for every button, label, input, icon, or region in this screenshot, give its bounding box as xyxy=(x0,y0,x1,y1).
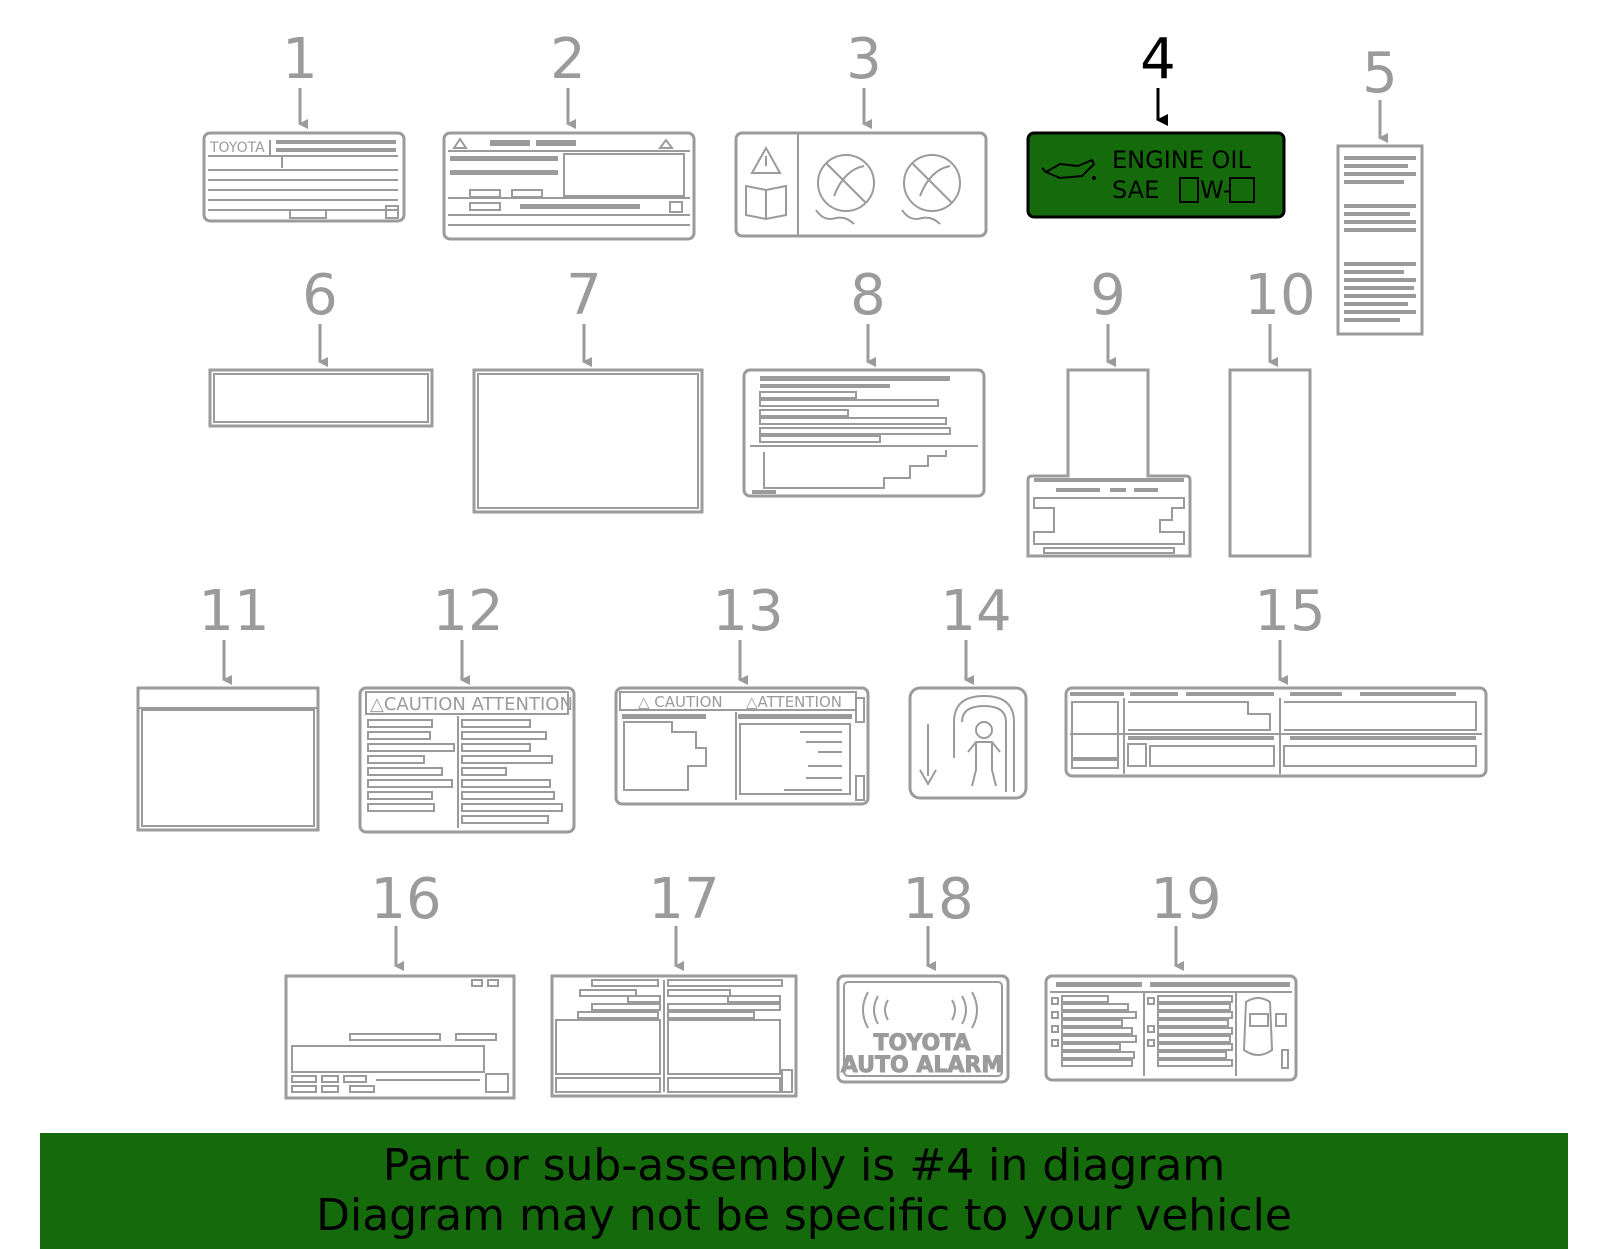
callout-2[interactable]: 2 xyxy=(442,27,696,241)
callout-number-12: 12 xyxy=(432,579,503,644)
label-5-shape xyxy=(1336,144,1424,336)
label-15-shape xyxy=(1064,686,1488,778)
callout-number-5: 5 xyxy=(1362,41,1398,106)
callout-number-15: 15 xyxy=(1254,579,1325,644)
callout-number-13: 13 xyxy=(712,579,783,644)
oil-can-icon xyxy=(1041,158,1096,180)
callout-11[interactable]: 11 xyxy=(136,579,320,832)
label-14-shape xyxy=(908,686,1028,800)
callout-12[interactable]: 12 △CAUTION ATTENTION xyxy=(358,579,576,834)
callout-number-1: 1 xyxy=(282,27,318,92)
callout-7[interactable]: 7 xyxy=(472,263,704,514)
callout-number-2: 2 xyxy=(550,27,586,92)
callout-18[interactable]: 18 TOYOTA AUTO ALARM xyxy=(836,867,1010,1084)
callout-8[interactable]: 8 xyxy=(742,263,986,498)
label-17-shape xyxy=(550,974,798,1098)
callout-number-4: 4 xyxy=(1140,27,1176,92)
callout-14[interactable]: 14 xyxy=(908,579,1028,800)
callout-17[interactable]: 17 xyxy=(550,867,798,1098)
callout-15[interactable]: 15 xyxy=(1064,579,1488,778)
callout-number-14: 14 xyxy=(940,579,1011,644)
callout-number-18: 18 xyxy=(902,867,973,932)
label-13-attention-text: △ATTENTION xyxy=(746,693,842,711)
callout-number-16: 16 xyxy=(370,867,441,932)
callout-3[interactable]: 3 xyxy=(734,27,988,238)
alarm-wave-icon xyxy=(862,991,978,1029)
car-top-view-icon xyxy=(1242,997,1289,1069)
label-18-alarm-text: AUTO ALARM xyxy=(841,1053,1004,1078)
label-16-shape xyxy=(284,974,516,1100)
label-4-engine-oil-shape: ENGINE OIL SAE W- xyxy=(1026,131,1286,219)
label-9-shape xyxy=(1026,368,1192,558)
label-7-shape xyxy=(472,368,704,514)
label-18-brand-text: TOYOTA xyxy=(873,1031,970,1056)
callout-13[interactable]: 13 △ CAUTION △ATTENTION xyxy=(614,579,870,806)
label-4-w-text: W- xyxy=(1200,176,1231,204)
callout-1[interactable]: 1 TOYOTA xyxy=(202,27,406,223)
callout-5[interactable]: 5 xyxy=(1336,41,1424,336)
callout-number-8: 8 xyxy=(850,263,886,328)
label-2-shape xyxy=(442,131,696,241)
label-13-shape: △ CAUTION △ATTENTION xyxy=(614,686,870,806)
callout-number-7: 7 xyxy=(566,263,602,328)
callout-19[interactable]: 19 xyxy=(1044,867,1298,1082)
down-arrow-icon xyxy=(919,724,937,787)
label-10-shape xyxy=(1228,368,1312,558)
viscosity-box-1 xyxy=(1179,177,1199,203)
label-1-shape: TOYOTA xyxy=(202,131,406,223)
callout-16[interactable]: 16 xyxy=(284,867,516,1100)
notice-banner: Part or sub-assembly is #4 in diagram Di… xyxy=(40,1133,1568,1249)
callout-number-17: 17 xyxy=(648,867,719,932)
callout-number-6: 6 xyxy=(302,263,338,328)
callout-number-3: 3 xyxy=(846,27,882,92)
callout-number-10: 10 xyxy=(1244,263,1315,328)
child-seat-icon xyxy=(953,694,1015,792)
callout-number-19: 19 xyxy=(1150,867,1221,932)
label-4-sae-text: SAE xyxy=(1112,176,1159,204)
notice-line-2: Diagram may not be specific to your vehi… xyxy=(316,1190,1292,1241)
label-6-shape xyxy=(208,368,434,428)
notice-line-1: Part or sub-assembly is #4 in diagram xyxy=(382,1140,1226,1191)
callout-4[interactable]: 4 ENGINE OIL SAE W- xyxy=(1026,27,1286,219)
callout-number-9: 9 xyxy=(1090,263,1126,328)
callout-9[interactable]: 9 xyxy=(1026,263,1192,558)
label-3-shape xyxy=(734,131,988,238)
label-8-shape xyxy=(742,368,986,498)
label-12-shape: △CAUTION ATTENTION xyxy=(358,686,576,834)
callout-6[interactable]: 6 xyxy=(208,263,434,428)
viscosity-box-2 xyxy=(1229,177,1255,203)
label-18-shape: TOYOTA AUTO ALARM xyxy=(836,974,1010,1084)
label-12-header-text: △CAUTION ATTENTION xyxy=(370,694,573,715)
label-11-shape xyxy=(136,686,320,832)
label-1-brand-text: TOYOTA xyxy=(209,140,265,156)
callout-number-11: 11 xyxy=(198,579,269,644)
label-19-shape xyxy=(1044,974,1298,1082)
label-13-caution-text: △ CAUTION xyxy=(638,693,723,711)
callout-10[interactable]: 10 xyxy=(1228,263,1316,558)
label-4-line1-text: ENGINE OIL xyxy=(1112,146,1252,174)
